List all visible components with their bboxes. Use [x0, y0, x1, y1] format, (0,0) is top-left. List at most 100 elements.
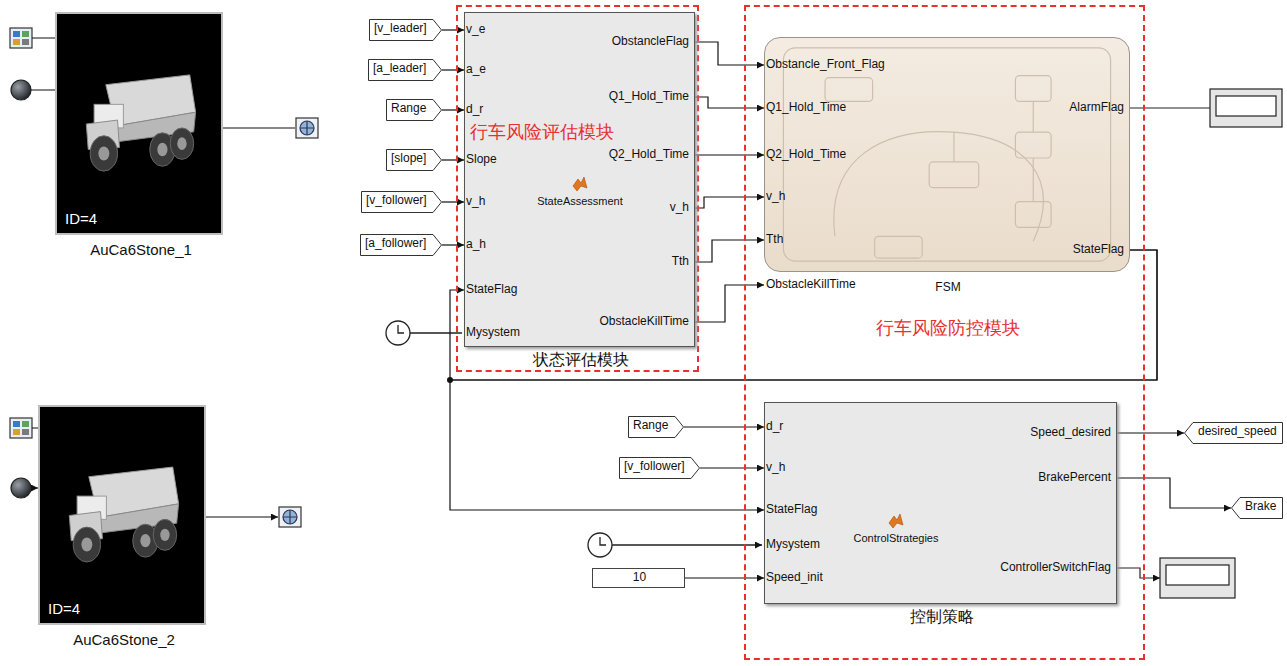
clock-blocks [386, 321, 762, 557]
graphic-part [11, 80, 31, 100]
from-tag: [a_leader] [368, 59, 442, 81]
signal-line [442, 109, 464, 110]
graphic-part [296, 118, 318, 138]
graphic-part [300, 121, 314, 135]
signal-line [442, 159, 464, 160]
graphic-part [283, 510, 297, 524]
truck-wheel [73, 527, 100, 562]
tag-label: Brake [1245, 500, 1276, 514]
tag-shape [1232, 498, 1283, 519]
matlab-icon [572, 176, 588, 192]
port-label: v_h [766, 461, 785, 475]
from-tag: [v_follower] [361, 191, 442, 213]
chart-transition [834, 101, 1043, 241]
port-label: Speed_desired [1030, 426, 1111, 440]
tag-label: [slope] [391, 152, 426, 166]
tag-label: [v_follower] [624, 460, 685, 474]
tag-label: Range [391, 102, 426, 116]
wheel-hub [140, 534, 150, 547]
graphic-part [1210, 89, 1282, 127]
graphic-part [11, 478, 31, 498]
graphic-part [410, 333, 762, 545]
function-block: StateAssessment状态评估模块 [464, 12, 695, 347]
port-label: v_h [466, 195, 485, 209]
from-tag: [v_follower] [619, 457, 700, 479]
wheel-hub [157, 143, 167, 156]
wheel-hub [160, 529, 169, 541]
tag-shape [362, 192, 442, 213]
tag-shape [1185, 423, 1283, 444]
goto-tag: Brake [1231, 497, 1283, 519]
port-label: Q1_Hold_Time [609, 90, 689, 104]
block-name: FSM [935, 281, 960, 295]
graphic-part [10, 418, 32, 438]
block-id: ID=4 [48, 600, 80, 617]
signal-line [1117, 478, 1231, 508]
graphic-part [296, 118, 318, 138]
chart-state [875, 236, 923, 258]
port-label: Mysystem [466, 326, 520, 340]
region-title: 行车风险评估模块 [470, 122, 614, 143]
port-label: v_h [766, 190, 785, 204]
graphic-part [600, 537, 606, 545]
signal-line [695, 97, 764, 108]
graphic-part [386, 321, 410, 345]
signal-line [695, 197, 764, 208]
from-tag: [slope] [386, 149, 442, 171]
matlab-icon [888, 513, 904, 529]
signal-line [695, 154, 764, 155]
graphic-part [10, 28, 32, 48]
wheel-hub [98, 146, 109, 160]
goto-tag: desired_speed [1184, 422, 1283, 444]
port-label: v_h [670, 201, 689, 215]
block-name: AuCa6Stone_1 [90, 241, 192, 258]
tag-shape [387, 150, 442, 171]
port-label: Mysystem [766, 538, 820, 552]
graphic-part [13, 421, 20, 427]
signal-line [700, 467, 764, 468]
block-title: ControlStrategies [854, 532, 939, 545]
tag-label: Range [633, 419, 668, 433]
tag-label: desired_speed [1198, 425, 1277, 439]
port-label: Obstancle_Front_Flag [766, 58, 885, 72]
from-tag: [v_leader] [369, 19, 442, 41]
port-label: d_r [766, 420, 783, 434]
graphic-part [300, 121, 314, 135]
chart-state [929, 162, 979, 188]
display-blocks [1115, 89, 1282, 598]
wheel-hub [81, 538, 92, 552]
signal-line [442, 244, 464, 245]
region-title: 行车风险防控模块 [876, 318, 1020, 339]
graphic-part [13, 39, 20, 45]
port-label: BrakePercent [1038, 471, 1111, 485]
port-label: Slope [466, 153, 497, 167]
truck-illustration [57, 14, 221, 233]
port-label: ObstancleFlag [612, 35, 689, 49]
tag-label: [a_follower] [365, 237, 426, 251]
port-label: Speed_init [766, 571, 823, 585]
port-label: a_e [466, 63, 486, 77]
tag-label: [v_leader] [374, 22, 427, 36]
block-name: 控制策略 [910, 608, 974, 626]
port-label: v_e [466, 23, 485, 37]
graphic-part [22, 39, 29, 45]
animation-block: ID=4AuCa6Stone_2 [38, 405, 206, 625]
signal-line [695, 285, 764, 322]
matlab-shape [889, 514, 903, 528]
graphic-part [22, 31, 29, 37]
graphic-part [588, 533, 612, 557]
matlab-shape [573, 177, 587, 191]
port-label: Q2_Hold_Time [766, 148, 846, 162]
from-tag: Range [628, 416, 684, 438]
chart-state [1015, 76, 1051, 102]
graphic-part [1160, 558, 1235, 598]
port-label: a_h [466, 238, 486, 252]
signal-line [442, 29, 464, 30]
tag-shape [361, 235, 442, 256]
from-tag: [a_follower] [360, 234, 442, 256]
port-label: Tth [766, 233, 783, 247]
signal-line [442, 201, 464, 202]
block-id: ID=4 [65, 210, 97, 227]
port-label: ObstacleKillTime [599, 315, 689, 329]
